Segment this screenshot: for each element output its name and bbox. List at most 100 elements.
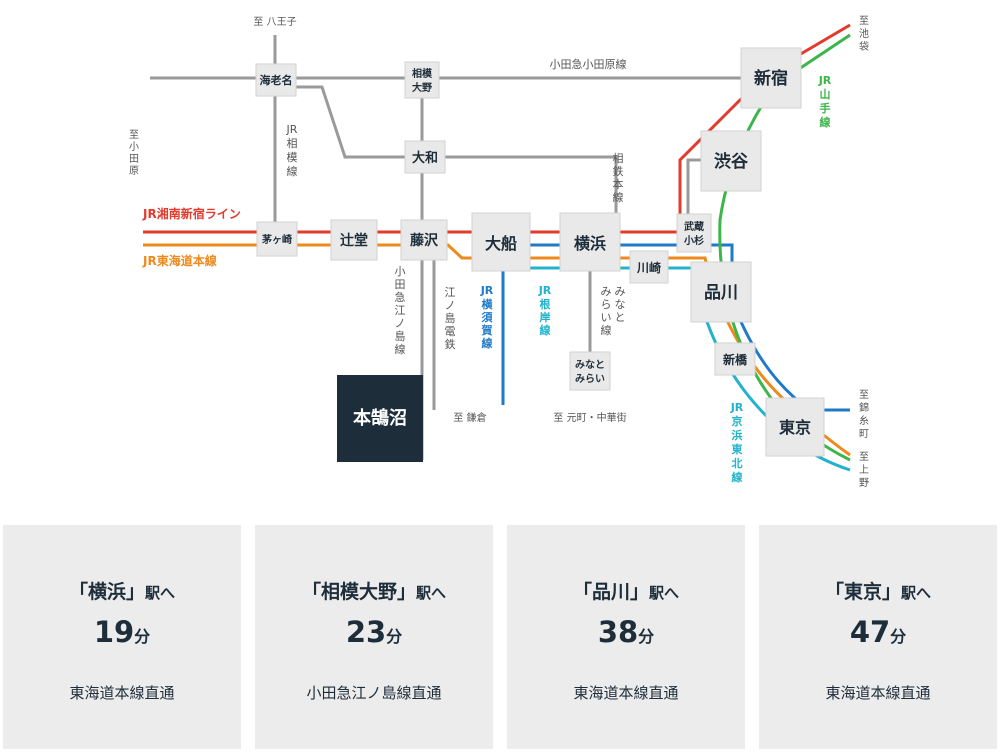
station-boxes: 海老名 相模 大野 大和 新宿 渋谷 茅ヶ崎 辻堂 藤沢 大船 横浜 武蔵 小杉…: [255, 47, 825, 457]
station-minatomirai-label-2: みらい: [575, 373, 605, 385]
keihin-tohoku-ch: JR: [730, 401, 744, 414]
card-sagami-ono: 「相模大野」駅へ 23分 小田急江ノ島線直通: [255, 525, 493, 749]
station-tokyo-label: 東京: [779, 418, 811, 437]
card-destination: 「東京」駅へ: [759, 577, 997, 604]
direction-odawara-ch: 至: [129, 129, 139, 141]
card-destination: 「横浜」駅へ: [3, 577, 241, 604]
minatomirai-line-ch: な: [615, 298, 626, 311]
direction-odawara-ch: 原: [129, 165, 139, 177]
card-route: 東海道本線直通: [573, 684, 679, 702]
yokosuka-ch: JR: [480, 284, 494, 297]
odakyu-enoshima-ch: 線: [395, 342, 406, 356]
line-label-yamanote: JR 山 手 線: [818, 74, 832, 129]
station-fujisawa-label: 藤沢: [410, 232, 439, 249]
minutes: 38: [597, 615, 639, 649]
ueno-ch: 上: [859, 464, 869, 476]
jr-sagami-ch: 相: [287, 137, 298, 150]
station-sagami-ono-label-1: 相模: [412, 67, 433, 80]
line-label-enoden: 江 ノ 島 電 鉄: [445, 286, 456, 351]
minatomirai-line-ch: ら: [601, 298, 612, 311]
line-label-jr-sagami: JR 相 模 線: [286, 123, 298, 178]
station-name: 東京: [843, 581, 882, 603]
station-hon-kugenuma-label: 本鵠沼: [353, 407, 407, 429]
yamanote-ch: 山: [820, 87, 831, 101]
direction-ikebukuro: 至 池 袋: [859, 15, 869, 53]
station-chigasaki: [256, 221, 298, 257]
line-label-odakyu-enoshima: 小 田 急 江 ノ 島 線: [395, 265, 406, 356]
ueno-ch: 野: [859, 477, 869, 489]
minutes-unit: 分: [890, 627, 907, 646]
direction-motomachi: 至 元町・中華街: [553, 411, 626, 424]
station-shinjuku-label: 新宿: [754, 68, 788, 89]
destination-suffix: 駅へ: [901, 584, 932, 602]
close-bracket: 」: [126, 581, 146, 603]
enoden-ch: 島: [445, 311, 456, 325]
station-shibuya-label: 渋谷: [714, 151, 749, 172]
kinshicho-ch: 町: [859, 429, 869, 440]
sotetsu-line-path: [275, 85, 690, 234]
ikebukuro-ch: 至: [859, 15, 869, 27]
station-name: 品川: [591, 581, 630, 603]
station-yokohama-label: 横浜: [574, 234, 606, 253]
direction-odawara-ch: 小: [129, 141, 139, 153]
direction-ueno: 至 上 野: [859, 451, 869, 489]
station-hon-kugenuma: [337, 375, 423, 462]
sotetsu-ch: 線: [613, 190, 624, 204]
minutes-unit: 分: [638, 627, 655, 646]
odakyu-enoshima-ch: 急: [395, 290, 406, 304]
yamanote-ch: 手: [820, 101, 831, 115]
line-label-yokosuka: JR 横 須 賀 線: [480, 284, 494, 350]
line-label-minatomirai-line: み ら い 線 み な と: [601, 285, 626, 337]
jr-sagami-ch: 線: [287, 164, 298, 178]
minatomirai-line-ch: 線: [601, 323, 612, 337]
ikebukuro-ch: 池: [859, 27, 869, 40]
station-name: 相模大野: [320, 581, 397, 603]
sotetsu-ch: 鉄: [613, 164, 624, 178]
minutes: 23: [345, 615, 387, 649]
minutes-unit: 分: [386, 627, 403, 646]
line-label-keihin-tohoku: JR 京 浜 東 北 線: [730, 401, 744, 484]
destination-suffix: 駅へ: [145, 584, 176, 602]
line-label-tokaido: JR東海道本線: [142, 253, 217, 268]
sotetsu-ch: 相: [613, 152, 624, 165]
station-ebina: [255, 63, 297, 97]
station-kawasaki-label: 川崎: [636, 260, 661, 275]
station-minatomirai: [569, 351, 611, 391]
open-bracket: 「: [68, 581, 88, 603]
railway-route-map: 海老名 相模 大野 大和 新宿 渋谷 茅ヶ崎 辻堂 藤沢 大船 横浜 武蔵 小杉…: [129, 15, 869, 489]
direction-kamakura: 至 鎌倉: [453, 411, 486, 424]
odakyu-enoshima-ch: 小: [395, 265, 406, 278]
minutes-unit: 分: [134, 627, 151, 646]
destination-suffix: 駅へ: [649, 584, 680, 602]
ueno-ch: 至: [859, 451, 869, 463]
yamanote-ch: JR: [818, 74, 832, 87]
station-shimbashi-label: 新橋: [723, 352, 748, 367]
line-label-sotetsu: 相 鉄 本 線: [613, 152, 624, 204]
close-bracket: 」: [882, 581, 902, 603]
jr-sagami-ch: JR: [286, 123, 298, 136]
keihin-tohoku-ch: 京: [732, 414, 743, 428]
station-yamato-label: 大和: [412, 150, 438, 166]
kinshicho-ch: 至: [859, 389, 869, 401]
card-time: 23分: [255, 615, 493, 649]
odakyu-enoshima-ch: 島: [395, 329, 406, 343]
minatomirai-line-ch: み: [601, 285, 612, 298]
odakyu-enoshima-ch: 江: [395, 304, 406, 317]
enoden-ch: 江: [445, 286, 456, 299]
station-ofuna: [471, 212, 531, 272]
yokosuka-ch: 横: [482, 297, 494, 311]
direction-odawara-ch: 田: [129, 154, 139, 165]
card-route: 東海道本線直通: [825, 684, 931, 702]
yokosuka-ch: 賀: [481, 323, 493, 337]
vertical-labels: 至 小 田 原 JR 相 模 線 相 鉄 本 線 小 田 急 江 ノ 島 線 江: [129, 15, 869, 489]
station-sagami-ono: [404, 61, 440, 99]
minatomirai-line-ch: い: [601, 311, 612, 324]
station-tokyo: [765, 397, 825, 457]
card-destination: 「相模大野」駅へ: [255, 577, 493, 604]
station-kawasaki: [629, 250, 669, 284]
ikebukuro-ch: 袋: [859, 40, 869, 53]
station-shinagawa-label: 品川: [704, 283, 738, 303]
station-yokohama: [559, 212, 621, 272]
card-time: 19分: [3, 615, 241, 649]
direction-hachioji: 至 八王子: [253, 16, 296, 28]
